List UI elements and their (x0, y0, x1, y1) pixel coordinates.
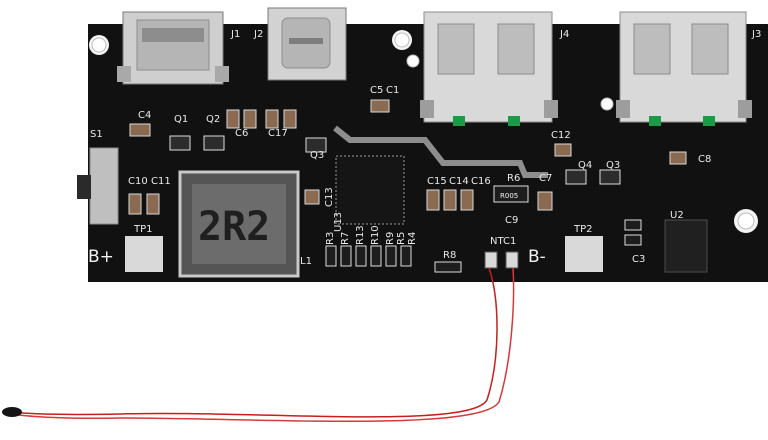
label-ntc1: NTC1 (490, 236, 516, 247)
led-indicator-4 (703, 116, 715, 126)
usb-a-connector-j4 (420, 11, 558, 123)
usb-c-connector-j1 (117, 11, 229, 85)
label-c17: C17 (268, 128, 288, 139)
label-c14: C14 (449, 176, 469, 187)
label-r8: R8 (443, 250, 456, 261)
label-c13: C13 (324, 187, 335, 207)
main-ic (335, 155, 405, 225)
label-c10: C10 (128, 176, 148, 187)
test-pad-tp2 (565, 236, 603, 272)
thermistor-bead (2, 407, 22, 417)
thermistor-pads (484, 251, 519, 269)
label-c12: C12 (551, 130, 571, 141)
label-tp1: TP1 (133, 224, 153, 235)
label-r5: R5 (396, 232, 407, 245)
label-j2: J2 (253, 29, 263, 40)
mounting-hole-top-left (89, 35, 109, 55)
label-r3: R3 (325, 232, 336, 245)
push-switch-s1 (77, 147, 119, 225)
label-q3-right: Q3 (606, 160, 620, 171)
label-tp2: TP2 (573, 224, 593, 235)
label-j3: J3 (751, 29, 761, 40)
label-r005: R005 (500, 192, 518, 200)
label-c11: C11 (151, 176, 171, 187)
led-indicator-1 (453, 116, 465, 126)
usb-a-connector-j3 (616, 11, 752, 123)
label-r9: R9 (385, 232, 396, 245)
label-q2: Q2 (206, 114, 220, 125)
via-hole-right (600, 97, 614, 111)
label-r4: R4 (407, 232, 418, 245)
ic-u2 (664, 219, 708, 273)
label-c1: C1 (386, 85, 399, 96)
label-c15: C15 (427, 176, 447, 187)
label-c9: C9 (505, 215, 518, 226)
label-r13: R13 (355, 225, 366, 245)
transistors (169, 135, 621, 185)
label-q1: Q1 (174, 114, 188, 125)
label-s1: S1 (90, 129, 103, 140)
label-j1: J1 (230, 29, 240, 40)
label-b-minus: B- (528, 247, 546, 267)
label-c7: C7 (539, 173, 552, 184)
led-indicator-2 (508, 116, 520, 126)
label-l1: L1 (300, 256, 312, 267)
label-q4: Q4 (578, 160, 592, 171)
label-u2: U2 (670, 210, 684, 221)
test-pad-tp1 (125, 236, 163, 272)
trace-line (333, 125, 548, 178)
label-q3-left: Q3 (310, 150, 324, 161)
label-c16: C16 (471, 176, 491, 187)
mounting-hole-right (734, 209, 758, 233)
label-u13: U13 (333, 212, 344, 232)
label-r6: R6 (507, 173, 520, 184)
label-c5: C5 (370, 85, 383, 96)
label-b-plus: B+ (88, 247, 114, 267)
inductor-marking: 2R2 (198, 204, 270, 250)
usb-c-connector-j2 (267, 7, 347, 81)
label-r10: R10 (370, 225, 381, 245)
mounting-hole-top-mid (392, 30, 412, 50)
smd-resistors (325, 185, 642, 273)
label-c3: C3 (632, 254, 645, 265)
thermistor-wires (11, 267, 515, 422)
smd-capacitors (128, 99, 687, 215)
label-c6: C6 (235, 128, 248, 139)
via-hole-mid (406, 54, 420, 68)
label-c8: C8 (698, 154, 711, 165)
label-c4: C4 (138, 110, 151, 121)
inductor-l1 (178, 170, 300, 278)
label-j4: J4 (559, 29, 569, 40)
label-r7: R7 (340, 232, 351, 245)
led-indicator-3 (649, 116, 661, 126)
